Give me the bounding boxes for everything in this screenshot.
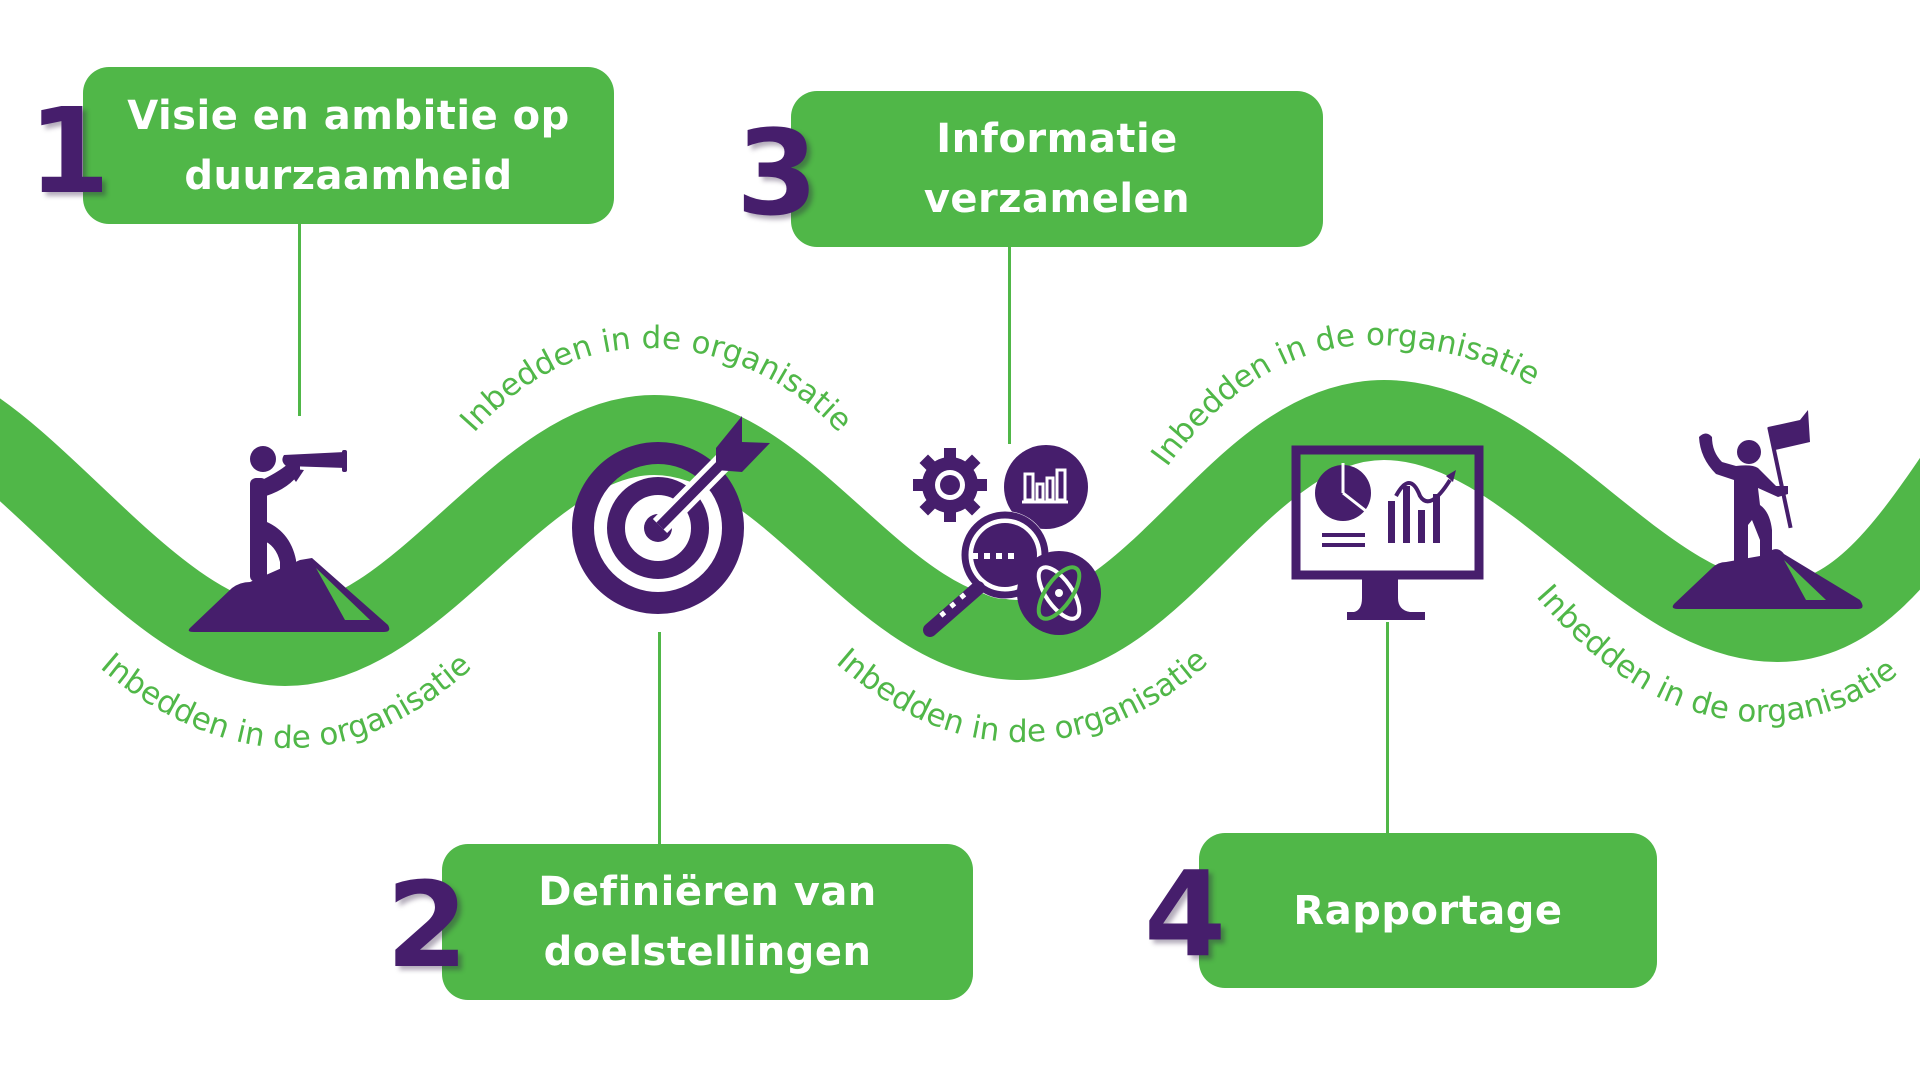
step-4-box: Rapportage	[1199, 833, 1657, 988]
step-3-title: Informatie verzamelen	[923, 116, 1191, 222]
telescope-person-on-mountain-icon	[188, 446, 390, 632]
bar-chart-badge-icon	[1004, 445, 1088, 529]
step-4-number: 4	[1144, 845, 1227, 983]
step-1-number: 1	[28, 82, 111, 220]
step-3-number: 3	[736, 104, 819, 242]
connector-step-4	[1386, 622, 1389, 833]
person-with-flag-on-mountain-icon	[1672, 410, 1863, 609]
step-2-box: Definiëren van doelstellingen	[442, 844, 973, 1000]
monitor-dashboard-icon	[1291, 445, 1484, 620]
connector-step-3	[1008, 247, 1011, 444]
connector-step-2	[658, 632, 661, 844]
data-research-icon	[913, 445, 1101, 637]
connector-step-1	[298, 224, 301, 416]
step-3-box: Informatie verzamelen	[791, 91, 1323, 247]
step-2-number: 2	[386, 856, 469, 994]
step-1-title: Visie en ambitie op duurzaamheid	[127, 92, 570, 199]
step-2-title: Definiëren van doelstellingen	[538, 869, 877, 975]
step-1-box: Visie en ambitie op duurzaamheid	[83, 67, 614, 224]
target-arrow-icon	[572, 416, 770, 614]
gear-icon	[913, 448, 987, 522]
atom-badge-icon	[1017, 551, 1101, 635]
step-4-title: Rapportage	[1293, 887, 1563, 934]
